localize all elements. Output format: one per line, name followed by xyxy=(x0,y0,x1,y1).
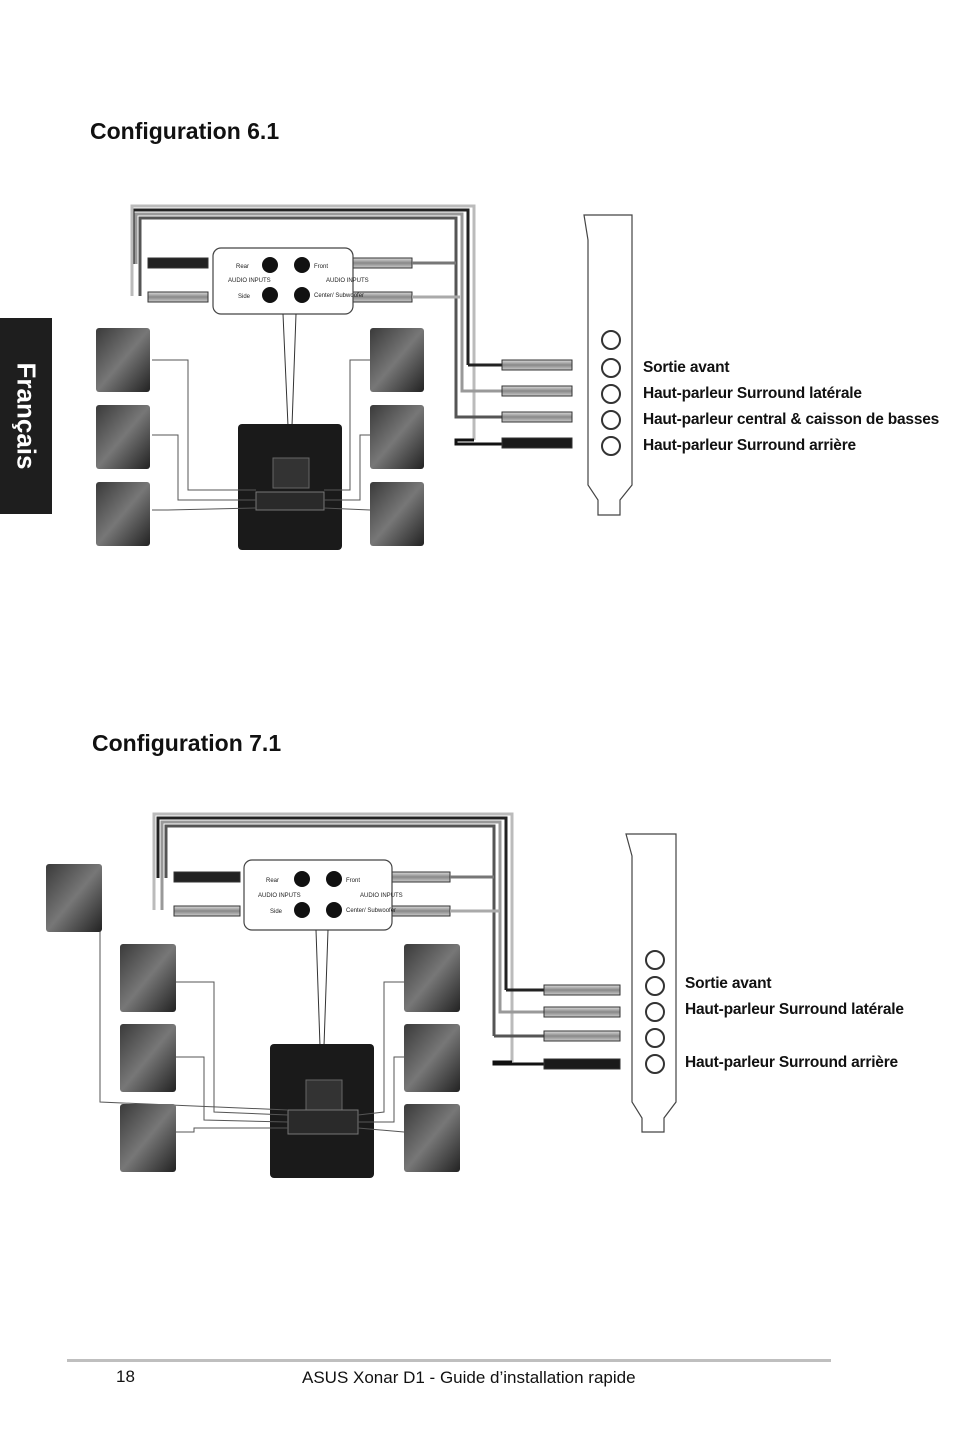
config71-panel-rear: Rear xyxy=(266,878,279,884)
config71-panel-center: Center/ Subwoofer xyxy=(346,908,396,914)
config71-panel-inputs-right: AUDIO INPUTS xyxy=(360,893,403,899)
config61-panel-center: Center/ Subwoofer xyxy=(314,293,364,299)
config71-diagram: Rear Side Front Center/ Subwoofer AUDIO … xyxy=(46,812,677,1178)
config71-label-side: Haut-parleur Surround latérale xyxy=(685,1001,904,1018)
footer-rule xyxy=(67,1359,831,1362)
page-number: 18 xyxy=(116,1367,135,1386)
config61-panel-inputs-right: AUDIO INPUTS xyxy=(326,278,369,284)
config61-diagram: Rear Side Front Center/ Subwoofer AUDIO … xyxy=(96,204,633,550)
language-tab-label: Français xyxy=(11,362,42,470)
language-tab: Français xyxy=(0,318,52,514)
config61-label-side: Haut-parleur Surround latérale xyxy=(643,385,862,402)
config61-panel-inputs-left: AUDIO INPUTS xyxy=(228,278,271,284)
config61-panel-front: Front xyxy=(314,264,328,270)
config61-title: Configuration 6.1 xyxy=(90,118,280,144)
config71-title: Configuration 7.1 xyxy=(92,730,282,756)
config61-label-front: Sortie avant xyxy=(643,359,730,376)
config71-panel-front: Front xyxy=(346,878,360,884)
config61-panel-rear: Rear xyxy=(236,264,249,270)
config61-label-rear: Haut-parleur Surround arrière xyxy=(643,437,856,454)
config71-label-front: Sortie avant xyxy=(685,975,772,992)
config71-panel-inputs-left: AUDIO INPUTS xyxy=(258,893,301,899)
config71-label-rear: Haut-parleur Surround arrière xyxy=(685,1054,898,1071)
config61-panel-side: Side xyxy=(238,294,251,300)
config61-label-center: Haut-parleur central & caisson de basses xyxy=(643,411,940,428)
footer-title: ASUS Xonar D1 - Guide d’installation rap… xyxy=(302,1368,636,1387)
config71-panel-side: Side xyxy=(270,909,283,915)
